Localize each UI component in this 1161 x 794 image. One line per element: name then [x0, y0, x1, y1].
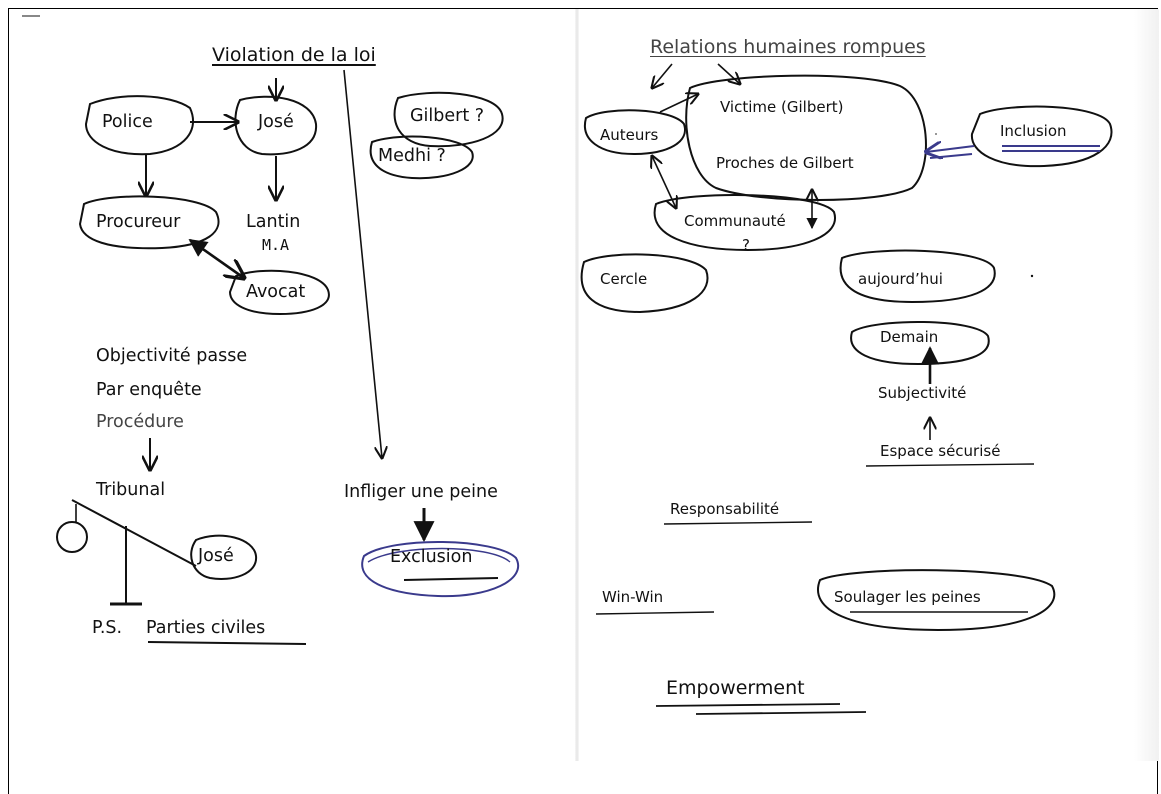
ellipse-scale-jose [190, 534, 258, 580]
arrow-loi-to-infliger [343, 69, 382, 458]
ellipse-cercle [580, 253, 709, 314]
underline-empowerment-2 [695, 711, 867, 715]
node-demain: Demain [880, 328, 939, 346]
ellipse-soulager [817, 569, 1056, 632]
ellipse-communaute [653, 193, 837, 252]
node-cercle: Cercle [600, 270, 648, 288]
underline-winwin [595, 611, 715, 615]
node-inclusion: Inclusion [1000, 122, 1067, 140]
note-procedure: Procédure [96, 412, 184, 432]
page-fold [575, 9, 579, 761]
note-infliger: Infliger une peine [344, 482, 498, 502]
ellipse-aujourdhui [839, 249, 996, 304]
node-aujourdhui: aujourd’hui [858, 270, 943, 288]
scanned-sheet [8, 8, 1159, 794]
arrow-auteurs-to-victime [659, 94, 698, 113]
note-subjectivite: Subjectivité [878, 384, 967, 402]
underline-exclusion [403, 577, 499, 581]
arrow-inclusion-to-proches [926, 146, 975, 152]
ellipse-demain [850, 320, 990, 366]
note-responsabilite: Responsabilité [670, 500, 780, 518]
arrow-title-to-victime [717, 63, 740, 84]
title-violation: Violation de la loi [212, 44, 376, 66]
node-lantin: Lantin [246, 212, 301, 232]
ellipse-auteurs [583, 109, 686, 156]
note-winwin: Win-Win [602, 588, 664, 606]
note-empowerment: Empowerment [666, 677, 805, 699]
note-enquete: Par enquête [96, 380, 202, 400]
scale-beam [71, 499, 197, 567]
node-ma: M.A [262, 236, 290, 254]
node-police: Police [102, 112, 153, 132]
underline-responsabilite [663, 521, 813, 525]
ellipse-medhi [369, 135, 474, 180]
arrow-procureur-avocat [190, 238, 244, 278]
underline-empowerment-1 [655, 703, 841, 707]
note-ps: P.S. [92, 618, 123, 638]
underline-espace [865, 463, 1035, 467]
underline-parties-civiles [147, 641, 307, 645]
node-auteurs: Auteurs [600, 126, 659, 144]
ellipse-inclusion [970, 105, 1113, 168]
node-communaute-question: ? [742, 236, 750, 254]
node-medhi-question: Medhi ? [378, 146, 446, 166]
node-proches: Proches de Gilbert [716, 154, 854, 172]
ellipse-procureur [78, 195, 220, 250]
node-gilbert-question: Gilbert ? [410, 106, 485, 126]
note-objectivite: Objectivité passe [96, 346, 248, 366]
scale-pan-left [56, 521, 88, 553]
title-relations: Relations humaines rompues [650, 36, 926, 58]
node-jose: José [258, 112, 294, 132]
page-edge-shade [1134, 9, 1159, 761]
ellipse-avocat [228, 269, 330, 316]
ellipse-jose [234, 95, 318, 156]
node-victime: Victime (Gilbert) [720, 98, 844, 116]
note-parties-civiles: Parties civiles [146, 618, 266, 638]
note-espace-securise: Espace sécurisé [880, 442, 1001, 460]
note-soulager: Soulager les peines [834, 588, 981, 606]
node-procureur: Procureur [96, 212, 181, 232]
note-tribunal: Tribunal [96, 480, 166, 500]
note-scale-jose: José [198, 546, 234, 566]
ellipse-exclusion [361, 540, 520, 598]
ellipse-police [84, 95, 195, 156]
ellipse-victime-proches [685, 74, 927, 201]
arrow-title-to-auteurs [652, 63, 673, 88]
ellipse-gilbert [393, 91, 504, 148]
node-avocat: Avocat [246, 282, 306, 302]
node-communaute: Communauté [684, 212, 786, 230]
note-exclusion: Exclusion [390, 547, 473, 567]
